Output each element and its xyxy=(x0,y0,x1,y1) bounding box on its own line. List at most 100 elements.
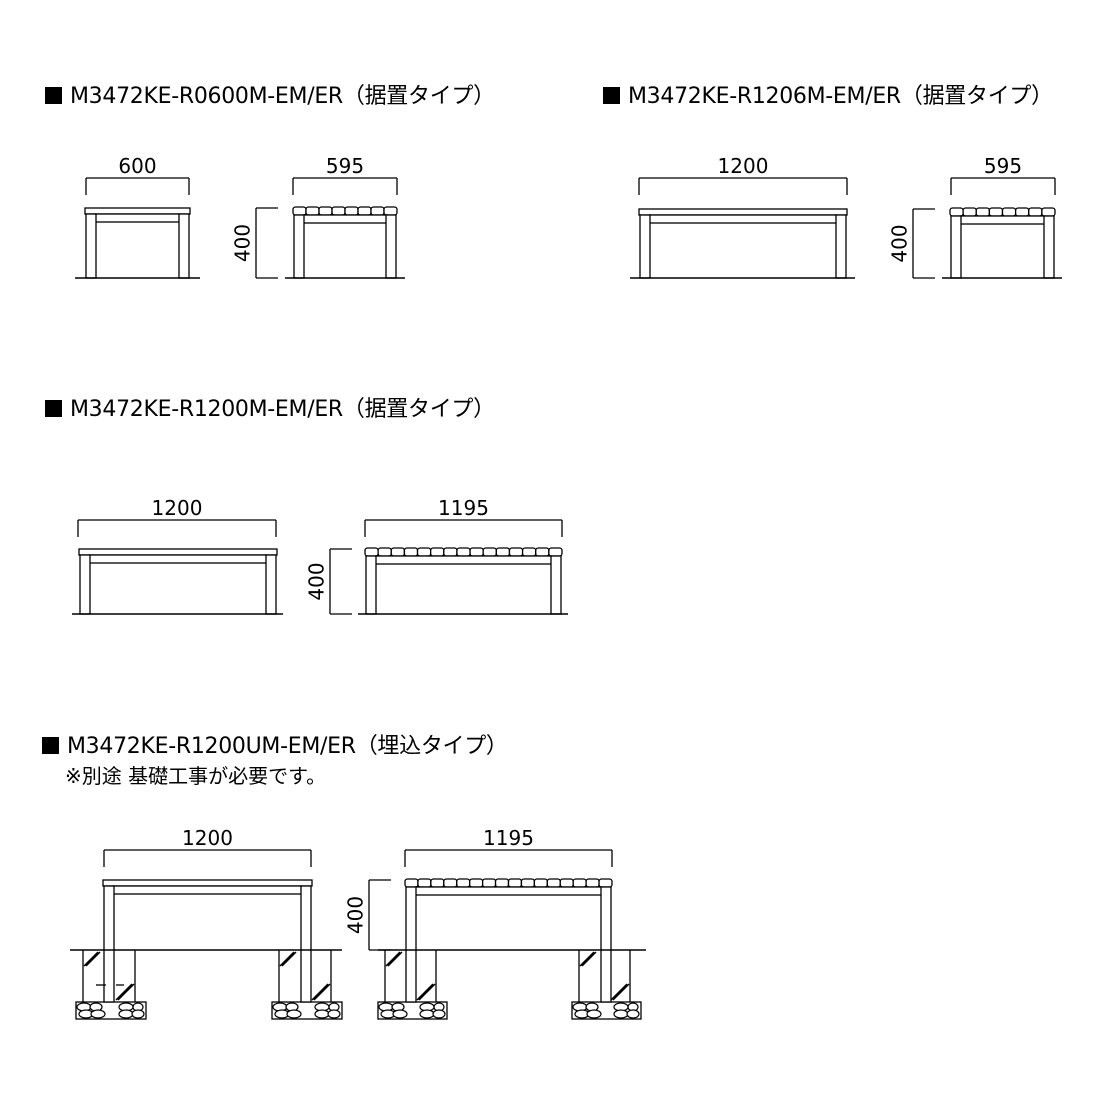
seat-slat xyxy=(292,206,307,216)
seat-board xyxy=(78,548,278,556)
seat-slat xyxy=(456,878,471,888)
front-view-bench xyxy=(638,208,848,279)
hatch xyxy=(311,983,331,1001)
rail xyxy=(374,555,553,565)
seat-slat xyxy=(344,206,359,216)
seat-board xyxy=(638,208,848,216)
side-view-bench xyxy=(292,206,398,279)
seat-slat xyxy=(430,878,445,888)
leg xyxy=(385,214,397,279)
seat-slat xyxy=(988,207,1004,217)
title-text: M3472KE-R0600M-EM/ER（据置タイプ） xyxy=(70,84,495,109)
side-view-bench xyxy=(364,547,563,615)
title-text: M3472KE-R1206M-EM/ER（据置タイプ） xyxy=(628,84,1053,109)
width-dimension: 595 xyxy=(950,154,1056,195)
gravel-stone xyxy=(419,1009,435,1019)
width-label: 1195 xyxy=(438,496,489,520)
gravel-stone xyxy=(118,1009,134,1019)
seat-slat xyxy=(443,547,458,557)
seat-slat xyxy=(535,547,550,557)
leg xyxy=(405,886,417,1003)
seat-slat xyxy=(416,547,432,557)
leg xyxy=(265,554,277,615)
hatch xyxy=(83,951,101,967)
title-text: M3472KE-R1200UM-EM/ER（埋込タイプ） xyxy=(67,734,508,759)
section-title-r1206m: M3472KE-R1206M-EM/ER（据置タイプ） xyxy=(603,78,1053,110)
rail xyxy=(414,886,603,896)
seat-slat xyxy=(456,547,471,557)
front-view-bench xyxy=(102,879,313,1003)
width-dimension: 1200 xyxy=(103,826,312,867)
seat-slat xyxy=(469,547,484,557)
seat-slat xyxy=(481,878,497,888)
width-dimension: 1200 xyxy=(638,154,848,195)
height-dimension: 400 xyxy=(344,879,391,951)
width-dimension: 1195 xyxy=(364,496,563,537)
seat-slat xyxy=(1028,207,1043,217)
height-dimension: 400 xyxy=(231,207,278,279)
leg xyxy=(103,885,115,1003)
seat-slat xyxy=(370,206,385,216)
seat-slat xyxy=(548,547,563,557)
rail xyxy=(959,215,1046,225)
side-view-bench xyxy=(404,878,613,1003)
seat-slat xyxy=(390,547,406,557)
side-view-bench xyxy=(949,207,1056,279)
seat-slat xyxy=(417,878,432,888)
foundation-note: ※別途 基礎工事が必要です。 xyxy=(65,764,327,788)
leg xyxy=(550,555,562,615)
width-label: 595 xyxy=(984,154,1022,178)
gravel-stone xyxy=(432,1009,446,1019)
seat-slat xyxy=(305,206,320,216)
gravel-stone xyxy=(626,1009,640,1019)
height-label: 400 xyxy=(344,896,368,934)
gravel-stone xyxy=(613,1009,629,1019)
hatch xyxy=(279,951,297,967)
width-label: 595 xyxy=(326,154,364,178)
seat-slat xyxy=(521,547,537,557)
seat-slat xyxy=(1041,207,1056,217)
leg xyxy=(600,886,612,1003)
foundation xyxy=(571,950,642,1020)
square-bullet-icon xyxy=(42,737,59,754)
foundation xyxy=(75,950,147,1020)
seat-board xyxy=(102,879,313,887)
seat-slat xyxy=(507,878,523,888)
square-bullet-icon xyxy=(45,87,62,104)
section-title-r0600m: M3472KE-R0600M-EM/ER（据置タイプ） xyxy=(45,78,495,110)
seat-slat xyxy=(377,547,392,557)
seat-slat xyxy=(508,547,524,557)
height-label: 400 xyxy=(305,562,329,600)
seat-slat xyxy=(533,878,548,888)
width-dimension: 595 xyxy=(292,154,398,195)
gravel-stone xyxy=(392,1009,408,1019)
gravel-stone xyxy=(327,1009,341,1019)
rail xyxy=(648,214,838,224)
foundation xyxy=(271,950,343,1020)
rail xyxy=(88,554,268,564)
seat-slat xyxy=(585,878,600,888)
seat-slat xyxy=(318,206,333,216)
height-dimension: 400 xyxy=(888,208,935,279)
seat-slat xyxy=(331,206,346,216)
seat-slat xyxy=(469,878,484,888)
height-dimension: 400 xyxy=(305,548,352,615)
seat-slat xyxy=(949,207,964,217)
seat-slat xyxy=(404,878,419,888)
seat-slat xyxy=(494,878,510,888)
seat-slat xyxy=(364,547,379,557)
width-label: 1200 xyxy=(152,496,203,520)
leg xyxy=(835,214,847,279)
leg xyxy=(1043,215,1055,279)
hatch xyxy=(115,983,135,1001)
hatch xyxy=(610,983,630,1001)
front-view-bench xyxy=(78,548,278,615)
seat-slat xyxy=(1001,207,1017,217)
title-text: M3472KE-R1200M-EM/ER（据置タイプ） xyxy=(70,397,495,422)
seat-slat xyxy=(546,878,561,888)
square-bullet-icon xyxy=(603,87,620,104)
rail xyxy=(112,885,303,895)
rail xyxy=(302,214,388,224)
front-view-bench xyxy=(84,207,191,279)
hatch xyxy=(385,951,403,967)
